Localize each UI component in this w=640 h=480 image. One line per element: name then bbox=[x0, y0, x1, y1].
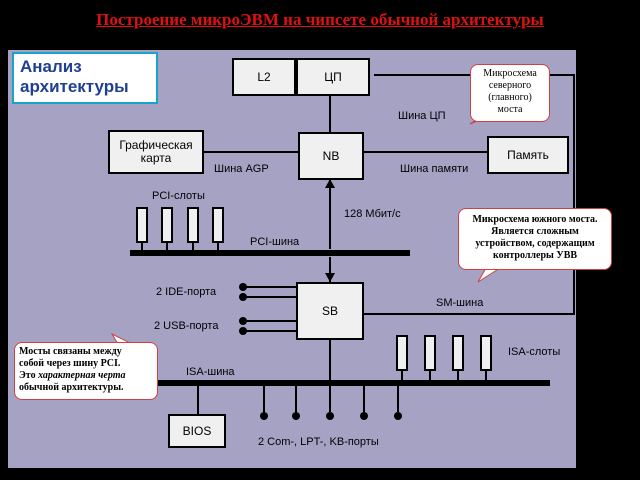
isa-slot-2 bbox=[424, 335, 436, 371]
bridges-callout-line3-italic: характерная черта bbox=[38, 370, 126, 381]
port-dot-4 bbox=[360, 412, 368, 420]
graphics-label-line2: карта bbox=[140, 151, 172, 165]
bridges-callout-line3: Это характерная черта bbox=[19, 370, 153, 382]
memory-block: Память bbox=[487, 136, 569, 174]
section-label-line1: Анализ bbox=[20, 57, 82, 76]
slide-title: Построение микроЭВМ на чипсете обычной а… bbox=[96, 10, 544, 29]
usb-port-2-dot bbox=[239, 327, 247, 335]
pci-slot-3 bbox=[187, 207, 199, 243]
bridges-callout-line4: обычной архитектуры. bbox=[19, 382, 124, 393]
north-bridge-callout-line3: (главного) bbox=[488, 92, 532, 103]
south-bridge-callout-pointer bbox=[477, 267, 502, 283]
south-bridge-block: SB bbox=[296, 282, 364, 340]
cpu-bus-label: Шина ЦП bbox=[398, 110, 446, 122]
isa-slot-1 bbox=[396, 335, 408, 371]
ide-port-1-dot bbox=[239, 283, 247, 291]
isa-bus bbox=[130, 380, 550, 386]
south-bridge-callout-line2: Является сложным bbox=[491, 226, 579, 237]
north-bridge-callout-line2: северного bbox=[488, 80, 532, 91]
port-dot-1 bbox=[260, 412, 268, 420]
pci-bus bbox=[130, 250, 410, 256]
cpu-label: ЦП bbox=[324, 69, 342, 84]
bios-block: BIOS bbox=[168, 414, 226, 448]
north-bridge-callout-line1: Микросхема bbox=[483, 68, 537, 79]
graphics-label-line1: Графическая bbox=[119, 138, 193, 152]
pci-bus-label: PCI-шина bbox=[250, 236, 300, 248]
south-bridge-callout-line1: Микросхема южного моста. bbox=[472, 214, 598, 225]
usb-ports-label: 2 USB-порта bbox=[154, 320, 219, 332]
l2-cache-block: L2 bbox=[232, 58, 296, 96]
north-bridge-callout: Микросхема северного (главного) моста bbox=[470, 64, 550, 122]
nb-link-arrow-up bbox=[325, 179, 335, 188]
memory-label: Память bbox=[507, 147, 549, 162]
graphics-card-block: Графическая карта bbox=[108, 130, 204, 174]
ports-label: 2 Com-, LPT-, KB-порты bbox=[258, 436, 379, 448]
sm-bus-label: SM-шина bbox=[436, 297, 484, 309]
memory-bus-label: Шина памяти bbox=[400, 163, 469, 175]
bridges-callout-line1: Мосты связаны между bbox=[19, 346, 122, 357]
cpu-block: ЦП bbox=[296, 58, 370, 96]
north-bridge-block: NB bbox=[298, 132, 364, 180]
isa-slot-4 bbox=[480, 335, 492, 371]
pci-slots-label: PCI-слоты bbox=[152, 190, 205, 202]
pci-slot-1 bbox=[136, 207, 148, 243]
south-bridge-callout: Микросхема южного моста. Является сложны… bbox=[458, 208, 612, 270]
isa-slot-3 bbox=[452, 335, 464, 371]
north-bridge-callout-line4: моста bbox=[497, 104, 523, 115]
section-label-line2: архитектуры bbox=[20, 77, 129, 96]
bridges-callout: Мосты связаны между собой через шину PCI… bbox=[14, 342, 158, 400]
isa-slots-label: ISA-слоты bbox=[508, 346, 561, 358]
isa-bus-label: ISA-шина bbox=[186, 366, 235, 378]
sb-link-arrow-down bbox=[325, 273, 335, 282]
port-dot-5 bbox=[394, 412, 402, 420]
pci-slot-4 bbox=[212, 207, 224, 243]
link-speed-label: 128 Мбит/с bbox=[344, 208, 401, 220]
bridges-callout-line3-normal: Это bbox=[19, 370, 39, 381]
pci-slot-2 bbox=[161, 207, 173, 243]
agp-bus-label: Шина AGP bbox=[214, 163, 269, 175]
south-bridge-callout-line3: устройством, содержащим bbox=[475, 238, 595, 249]
port-dot-2 bbox=[292, 412, 300, 420]
l2-label: L2 bbox=[257, 69, 271, 84]
ide-ports-label: 2 IDE-порта bbox=[156, 286, 217, 298]
usb-port-1-dot bbox=[239, 317, 247, 325]
nb-label: NB bbox=[322, 148, 340, 163]
ide-port-2-dot bbox=[239, 293, 247, 301]
port-dot-3 bbox=[326, 412, 334, 420]
bios-label: BIOS bbox=[182, 423, 212, 438]
section-label: Анализ архитектуры bbox=[12, 52, 158, 104]
bridges-callout-line2: собой через шину PCI. bbox=[19, 358, 121, 369]
south-bridge-callout-line4: контроллеры УВВ bbox=[492, 250, 578, 261]
sb-label: SB bbox=[321, 303, 338, 318]
